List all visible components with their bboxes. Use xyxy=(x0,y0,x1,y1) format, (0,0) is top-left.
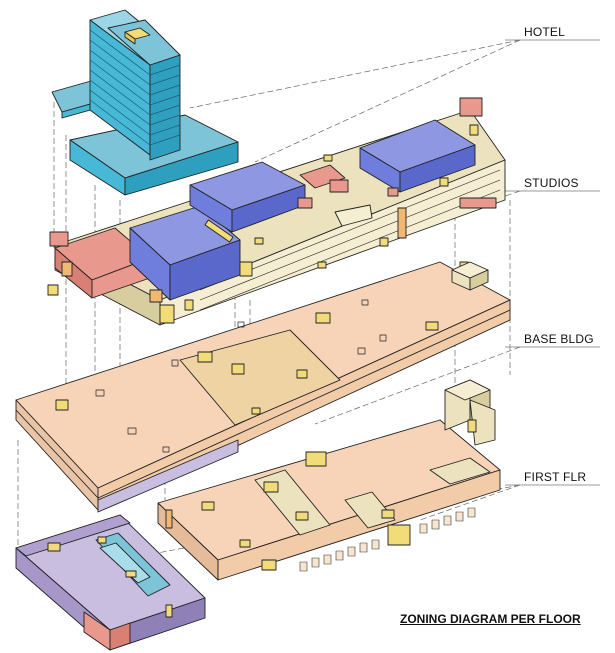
diagram-caption: ZONING DIAGRAM PER FLOOR xyxy=(400,612,581,626)
first-floor-left-block xyxy=(15,514,206,651)
first-flr-label: FIRST FLR xyxy=(524,470,587,484)
base-building-slab xyxy=(15,261,511,513)
first-floor-right-block xyxy=(157,379,501,581)
base-bldg-label: BASE BLDG xyxy=(524,332,594,346)
hotel-label: HOTEL xyxy=(524,25,566,39)
hotel-tower xyxy=(51,9,239,196)
label-rules xyxy=(505,39,600,486)
studios-label: STUDIOS xyxy=(524,176,579,190)
studios-level xyxy=(47,97,506,326)
